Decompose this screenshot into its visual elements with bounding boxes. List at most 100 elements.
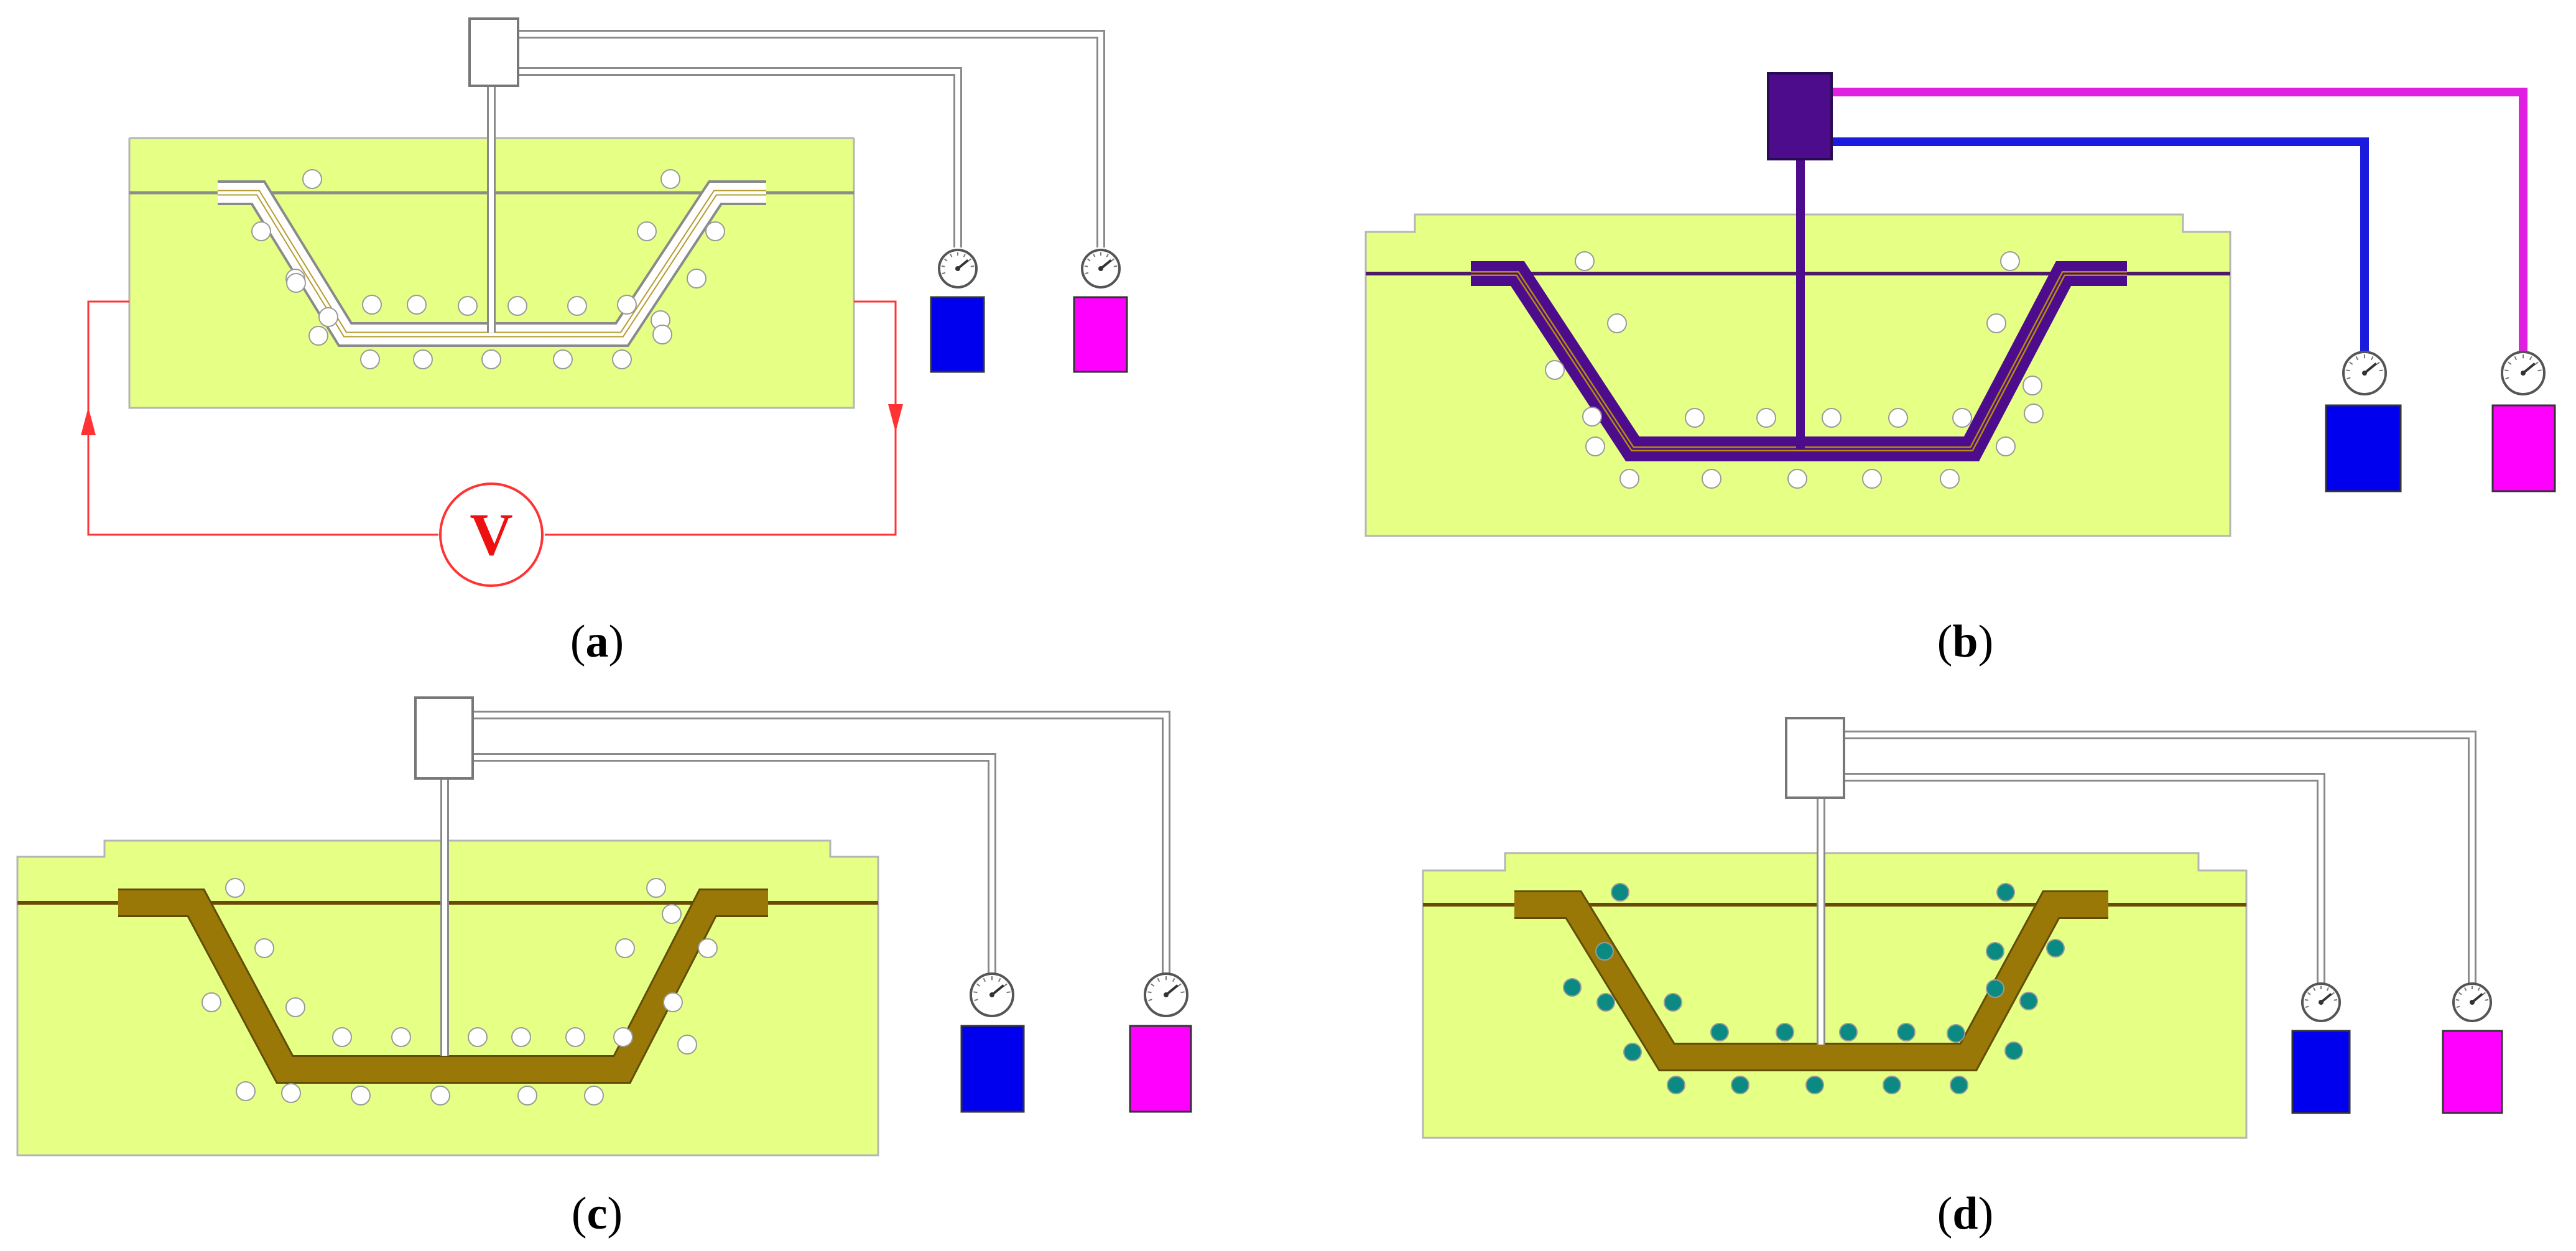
void-bubble	[1664, 993, 1682, 1012]
resin-tank	[2491, 404, 2556, 492]
injection-head	[1785, 717, 1845, 799]
void-bubble	[1883, 1076, 1901, 1094]
void-bubble	[225, 878, 245, 898]
caption-c: (c)	[571, 1188, 623, 1239]
void-bubble	[254, 938, 274, 958]
void-bubble	[1563, 978, 1582, 997]
voltmeter-ring	[439, 482, 544, 587]
vacuum-tank	[930, 296, 985, 373]
void-bubble	[553, 349, 573, 369]
resin-tank	[1073, 296, 1128, 373]
panel-d	[1422, 717, 2503, 1139]
void-bubble	[1805, 1076, 1824, 1094]
void-bubble	[617, 295, 637, 315]
void-bubble	[1731, 1076, 1749, 1094]
panel-b	[1364, 72, 2556, 537]
gauge-tick	[2458, 992, 2462, 995]
void-bubble	[1667, 1076, 1685, 1094]
void-bubble	[430, 1086, 450, 1106]
void-bubble	[1822, 408, 1842, 428]
gauge-hub	[2319, 1000, 2323, 1005]
void-bubble	[1862, 469, 1882, 489]
arrow-down-icon	[888, 404, 903, 432]
void-bubble	[2000, 251, 2020, 271]
void-bubble	[362, 295, 382, 315]
void-bubble	[2046, 939, 2065, 958]
void-bubble	[698, 938, 718, 958]
void-bubble	[1575, 251, 1595, 271]
gauge-hub	[2470, 1000, 2475, 1005]
void-bubble	[468, 1027, 488, 1047]
void-bubble	[202, 992, 221, 1012]
void-bubble	[1619, 469, 1639, 489]
pressure-gauge-icon	[2501, 351, 2546, 395]
void-bubble	[318, 307, 338, 327]
injection-head	[468, 17, 519, 87]
gauge-tick	[998, 977, 1001, 982]
gauge-needle	[1165, 984, 1179, 996]
void-bubble	[517, 1086, 537, 1106]
vacuum-line-core	[516, 69, 960, 247]
panel-a: V	[81, 17, 1128, 587]
void-bubble	[1839, 1023, 1858, 1041]
void-bubble	[1897, 1023, 1916, 1041]
caption-d: (d)	[1937, 1188, 1994, 1239]
gauge-tick	[1093, 254, 1096, 257]
gauge-tick	[2313, 987, 2316, 991]
void-bubble	[687, 269, 707, 289]
void-bubble	[1888, 408, 1908, 428]
preform-filled	[118, 890, 768, 1082]
void-bubble	[615, 938, 635, 958]
gauge-tick	[1177, 983, 1182, 987]
gauge-needle	[2522, 362, 2536, 374]
resin-line	[1832, 88, 2527, 358]
void-bubble	[286, 273, 306, 293]
vacuum-tank	[960, 1025, 1025, 1113]
gauge-hub	[2521, 371, 2526, 376]
void-bubble	[1607, 313, 1627, 333]
void-bubble	[1545, 360, 1565, 380]
void-bubble	[481, 349, 501, 369]
void-bubble	[1585, 436, 1605, 456]
void-bubble	[391, 1027, 411, 1047]
void-bubble	[1756, 408, 1776, 428]
gauge-tick	[941, 265, 945, 267]
vacuum-line-core	[471, 755, 994, 975]
injection-head	[414, 696, 474, 780]
gauge-tick	[2456, 1005, 2460, 1009]
vacuum-tank	[2325, 404, 2402, 492]
void-bubble	[1947, 1024, 1965, 1043]
void-bubble	[1776, 1023, 1794, 1041]
void-bubble	[646, 878, 666, 898]
void-bubble	[2022, 376, 2042, 395]
gauge-tick	[2482, 992, 2486, 995]
resin-line-core	[516, 32, 1103, 247]
pressure-gauge-icon	[2452, 982, 2492, 1022]
gauge-tick	[2379, 369, 2383, 372]
void-bubble	[2019, 992, 2038, 1010]
void-bubble	[1623, 1043, 1642, 1061]
gauge-tick	[2537, 369, 2542, 372]
gauge-tick	[1111, 258, 1114, 262]
void-bubble	[1996, 436, 2016, 456]
void-bubble	[360, 349, 380, 369]
voltmeter-icon: V	[439, 482, 544, 587]
gauge-tick	[950, 254, 953, 257]
void-bubble	[652, 325, 672, 344]
pressure-gauge-icon	[970, 972, 1014, 1017]
void-bubble	[285, 997, 305, 1017]
void-bubble	[1986, 313, 2006, 333]
gauge-tick	[968, 258, 971, 262]
void-bubble	[236, 1081, 256, 1101]
void-bubble	[1582, 407, 1602, 427]
void-bubble	[351, 1086, 371, 1106]
gauge-tick	[970, 265, 975, 267]
gauge-tick	[1148, 999, 1152, 1002]
void-bubble	[413, 349, 433, 369]
gauge-tick	[2346, 369, 2350, 372]
void-bubble	[302, 169, 322, 189]
gauge-tick	[2307, 992, 2311, 995]
pressure-gauge-icon	[2301, 982, 2341, 1022]
resin-tank	[1129, 1025, 1192, 1113]
gauge-tick	[2508, 361, 2512, 365]
